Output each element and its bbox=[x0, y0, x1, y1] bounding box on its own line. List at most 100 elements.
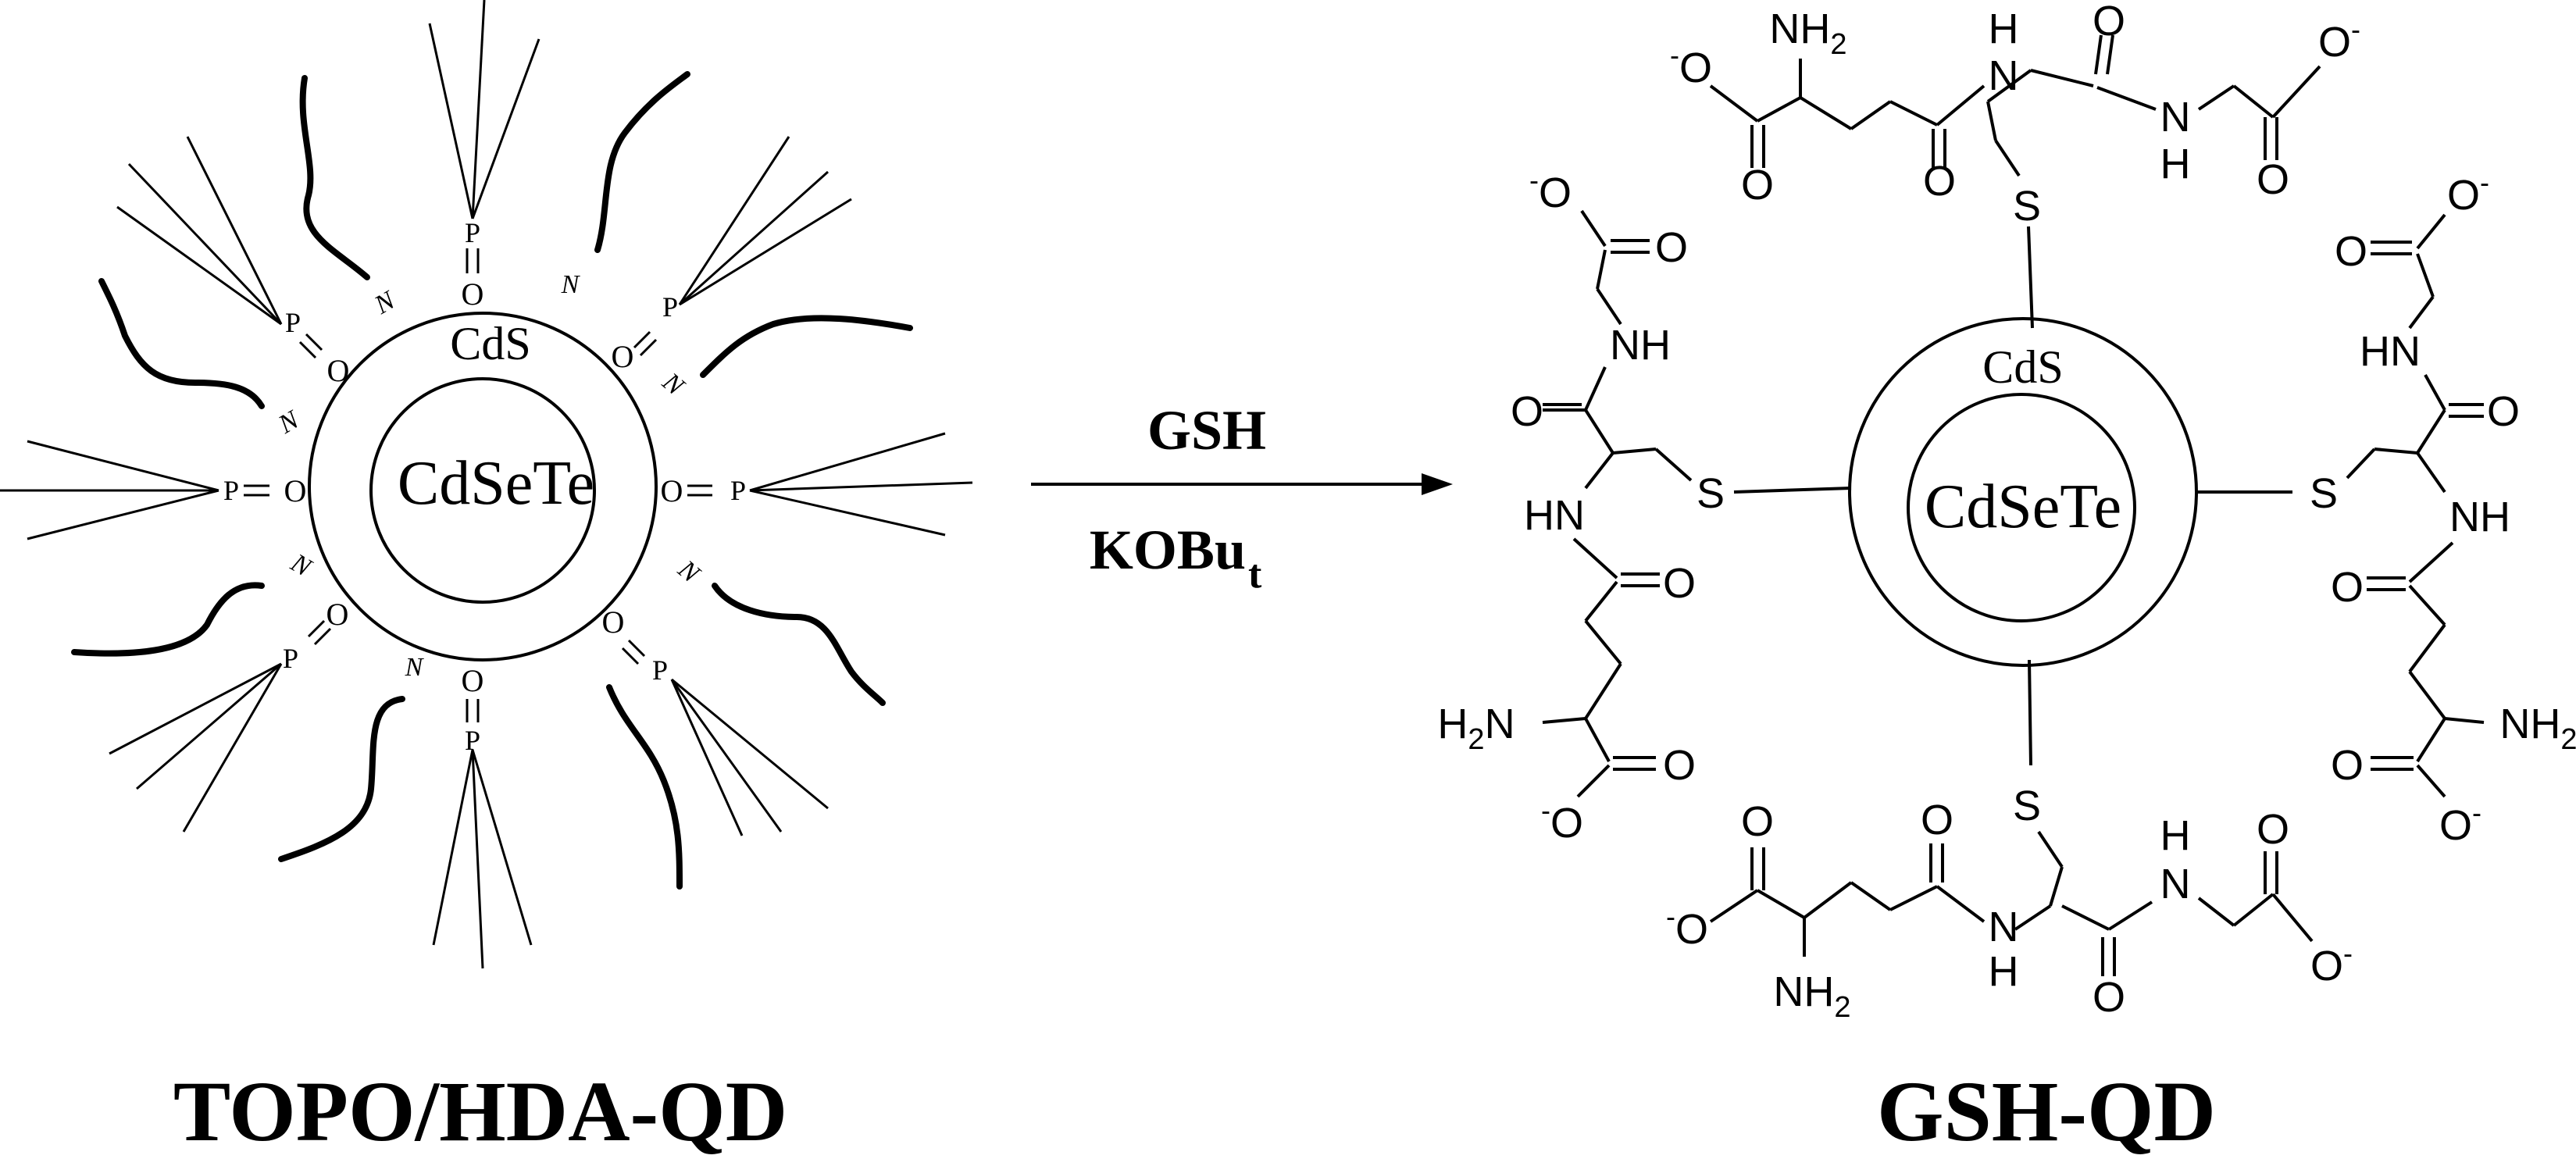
gsh-qd: CdSeTe CdS S O N H O O- N H bbox=[1437, 0, 2576, 1159]
svg-text:S: S bbox=[2013, 183, 2041, 230]
topo-ligand: P O bbox=[0, 440, 307, 540]
svg-text:NH2: NH2 bbox=[1773, 968, 1850, 1024]
shell-label: CdS bbox=[1982, 341, 2063, 393]
svg-text:N: N bbox=[672, 554, 706, 590]
hda-ligand: N bbox=[561, 71, 690, 299]
svg-text:N: N bbox=[2160, 94, 2191, 141]
svg-text:O: O bbox=[462, 663, 484, 698]
svg-text:O: O bbox=[327, 353, 350, 388]
topo-ligand: O P bbox=[612, 136, 852, 374]
svg-text:S: S bbox=[1697, 470, 1725, 517]
svg-text:O: O bbox=[1663, 560, 1696, 607]
svg-text:N: N bbox=[405, 653, 425, 682]
svg-text:N: N bbox=[369, 285, 401, 320]
svg-text:-O: -O bbox=[1529, 164, 1572, 216]
svg-text:P: P bbox=[652, 654, 668, 686]
arrow-head bbox=[1422, 473, 1453, 495]
reagent-kobut-subscript: t bbox=[1248, 552, 1262, 597]
core-label: CdSeTe bbox=[1925, 472, 2121, 541]
reagent-kobut: KOBu bbox=[1090, 519, 1246, 581]
svg-text:H: H bbox=[2160, 141, 2191, 187]
reaction-arrow: GSH KOBu t bbox=[1031, 399, 1453, 597]
svg-text:H: H bbox=[1989, 948, 2019, 995]
svg-text:O: O bbox=[661, 473, 683, 508]
svg-text:O: O bbox=[612, 339, 634, 374]
cds-shell bbox=[308, 312, 658, 661]
svg-text:O: O bbox=[2093, 974, 2125, 1021]
topo-ligand: P O bbox=[116, 136, 350, 388]
svg-text:P: P bbox=[283, 643, 298, 674]
svg-text:H2N: H2N bbox=[1437, 701, 1515, 756]
svg-text:N: N bbox=[1989, 904, 2019, 950]
svg-text:O-: O- bbox=[2318, 13, 2360, 66]
topo-ligand: O P bbox=[109, 597, 348, 833]
glutathione-left: S O NH O -O HN O H2N bbox=[1437, 164, 1725, 847]
hda-ligand: N bbox=[672, 554, 886, 706]
svg-text:O-: O- bbox=[2447, 166, 2489, 219]
svg-text:O: O bbox=[2331, 564, 2364, 611]
topo-ligand: O P bbox=[661, 432, 973, 537]
svg-text:P: P bbox=[285, 307, 301, 338]
core-label: CdSeTe bbox=[398, 449, 594, 518]
topo-ligand: O P bbox=[432, 663, 533, 969]
hda-ligand bbox=[606, 684, 683, 890]
hda-ligand: N bbox=[299, 75, 401, 320]
right-title: GSH-QD bbox=[1877, 1064, 2216, 1159]
svg-text:O: O bbox=[2335, 228, 2367, 275]
svg-text:O: O bbox=[1923, 158, 1956, 205]
svg-text:O: O bbox=[462, 276, 484, 312]
svg-text:N: N bbox=[2160, 861, 2191, 907]
svg-text:S: S bbox=[2013, 783, 2041, 829]
reagent-gsh: GSH bbox=[1147, 399, 1266, 462]
svg-text:O: O bbox=[1741, 798, 1774, 845]
svg-text:NH2: NH2 bbox=[1769, 5, 1846, 61]
svg-text:O: O bbox=[2487, 388, 2520, 435]
glutathione-top: S O N H O O- N H O NH2 bbox=[1670, 0, 2360, 230]
svg-text:-O: -O bbox=[1670, 39, 1712, 91]
svg-text:O-: O- bbox=[2310, 937, 2353, 989]
svg-text:H: H bbox=[2160, 812, 2191, 859]
svg-text:O: O bbox=[2257, 806, 2289, 853]
shell-label: CdS bbox=[450, 318, 530, 369]
svg-text:O: O bbox=[1655, 224, 1688, 271]
svg-text:O: O bbox=[1741, 162, 1774, 209]
svg-text:O: O bbox=[284, 473, 307, 508]
glutathione-bottom: S N H O NH2 O -O O H N bbox=[1666, 783, 2353, 1024]
cdsete-core bbox=[369, 377, 596, 604]
svg-text:N: N bbox=[1989, 52, 2019, 99]
svg-text:NH: NH bbox=[2449, 494, 2510, 540]
svg-text:O: O bbox=[1511, 388, 1543, 435]
topo-ligand: O P bbox=[602, 604, 829, 836]
svg-text:N: N bbox=[656, 367, 690, 402]
svg-text:-O: -O bbox=[1541, 794, 1583, 847]
svg-text:S: S bbox=[2310, 470, 2338, 517]
svg-text:NH2: NH2 bbox=[2499, 701, 2576, 756]
svg-text:N: N bbox=[285, 548, 317, 583]
svg-text:O: O bbox=[1663, 742, 1696, 789]
hda-ligand: N bbox=[98, 278, 305, 440]
left-title: TOPO/HDA-QD bbox=[173, 1064, 787, 1159]
svg-text:O: O bbox=[2257, 156, 2289, 203]
svg-text:P: P bbox=[465, 725, 480, 756]
glutathione-right: S O HN O O- NH O NH2 O bbox=[2310, 166, 2576, 849]
svg-text:N: N bbox=[561, 270, 581, 299]
svg-text:-O: -O bbox=[1666, 900, 1708, 953]
svg-text:P: P bbox=[223, 475, 239, 506]
svg-text:P: P bbox=[465, 217, 480, 248]
svg-text:NH: NH bbox=[1610, 322, 1671, 369]
svg-text:HN: HN bbox=[2360, 328, 2421, 375]
svg-text:P: P bbox=[662, 291, 678, 323]
svg-text:O: O bbox=[1921, 797, 1953, 843]
cdsete-core bbox=[1907, 393, 2136, 622]
svg-text:H: H bbox=[1989, 5, 2019, 52]
hda-ligand: N bbox=[656, 315, 913, 402]
svg-text:P: P bbox=[730, 475, 746, 506]
svg-text:O: O bbox=[2331, 742, 2364, 789]
svg-text:O: O bbox=[602, 604, 625, 640]
hda-ligand: N bbox=[71, 548, 317, 657]
svg-text:O: O bbox=[2093, 0, 2125, 45]
topo-hda-qd: CdSeTe CdS P O O P P O bbox=[0, 0, 973, 1159]
hda-ligand: N bbox=[278, 653, 425, 862]
topo-ligand: P O bbox=[428, 0, 541, 312]
